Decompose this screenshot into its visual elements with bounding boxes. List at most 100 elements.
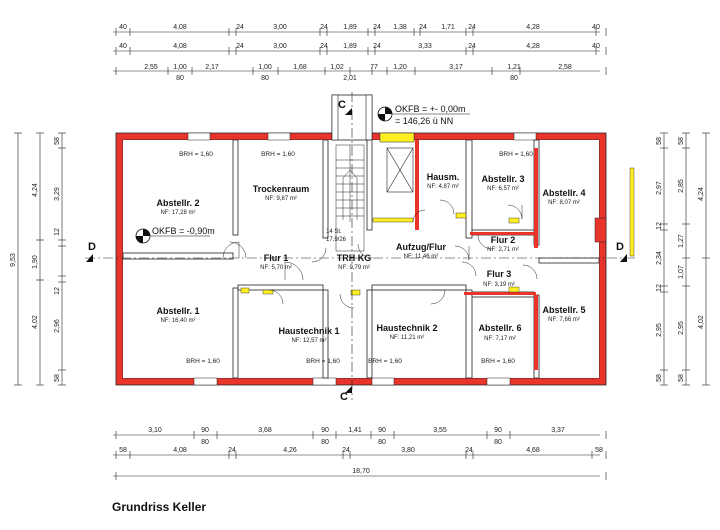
level-marker-top: OKFB = +- 0,00m = 146,26 ü NN	[377, 104, 470, 126]
room-area: NF: 2,71 m²	[487, 247, 519, 253]
stair-annotation: 14 St. 17,9/26	[326, 229, 347, 243]
dim-label: 3,00	[273, 24, 287, 31]
bottom-dimension-labels: 3,10 90 3,68 90 1,41 90 3,55 90 3,37 80 …	[119, 427, 603, 475]
dim-label: 4,02	[32, 315, 39, 329]
dim-label: 24	[236, 43, 244, 50]
dim-label: 90	[494, 427, 502, 434]
room-name: Haustechnik 1	[278, 326, 339, 336]
room-area: NF: 4,87 m²	[427, 184, 459, 190]
dim-label: 40	[592, 24, 600, 31]
room-name: Flur 1	[264, 253, 289, 263]
dim-label: 80	[201, 439, 209, 446]
brh-labels: BRH = 1,60 BRH = 1,60 BRH = 1,60 BRH = 1…	[179, 151, 533, 365]
dim-label: 3,33	[418, 43, 432, 50]
drawing-title: Grundriss Keller	[112, 500, 206, 514]
room-name: Abstellr. 1	[156, 306, 199, 316]
dim-label: 4,28	[526, 24, 540, 31]
dim-label: 4,68	[526, 447, 540, 454]
room-area: NF: 7,17 m²	[484, 336, 516, 342]
room-area: NF: 8,07 m²	[548, 200, 580, 206]
dim-label: 58	[54, 137, 61, 145]
dim-label: 3,37	[551, 427, 565, 434]
dim-label: 24	[419, 24, 427, 31]
section-arrow-icon	[620, 254, 627, 262]
dim-label: 58	[656, 374, 663, 382]
room-name: Abstellr. 4	[542, 188, 585, 198]
staircase	[335, 144, 365, 252]
room-area: NF: 6,57 m²	[487, 186, 519, 192]
section-lines	[85, 92, 636, 400]
dim-label: 90	[201, 427, 209, 434]
dim-label: 18,70	[352, 468, 370, 475]
level-text: OKFB = +- 0,00m	[395, 104, 466, 114]
dim-label: 80	[510, 75, 518, 82]
dim-label: 24	[465, 447, 473, 454]
dim-label: 40	[592, 43, 600, 50]
brh-label: BRH = 1,60	[499, 151, 533, 158]
top-dimensions	[113, 28, 607, 75]
room-name: Abstellr. 3	[481, 174, 524, 184]
dim-label: 58	[678, 374, 685, 382]
dim-label: 9,53	[10, 253, 17, 267]
dim-label: 1,00	[258, 64, 272, 71]
room-name: TRH KG	[337, 253, 372, 263]
dim-label: 2,01	[343, 75, 357, 82]
dim-label: 4,02	[698, 315, 705, 329]
dim-label: 1,20	[393, 64, 407, 71]
dim-label: 1,89	[343, 43, 357, 50]
brh-label: BRH = 1,60	[179, 151, 213, 158]
room-area: NF: 7,66 m²	[548, 317, 580, 323]
left-dimensions	[14, 132, 66, 386]
dim-label: 80	[494, 439, 502, 446]
dim-label: 58	[54, 374, 61, 382]
dim-label: 40	[119, 24, 127, 31]
dim-label: 1,07	[678, 265, 685, 279]
level-text: = 146,26 ü NN	[395, 116, 453, 126]
section-arrow-icon	[86, 254, 93, 262]
dim-label: 80	[176, 75, 184, 82]
dim-label: 2,55	[144, 64, 158, 71]
dim-label: 40	[119, 43, 127, 50]
dim-label: 4,24	[32, 183, 39, 197]
dim-label: 2,34	[656, 251, 663, 265]
dim-label: 1,38	[393, 24, 407, 31]
dim-label: 90	[378, 427, 386, 434]
dim-label: 2,95	[678, 321, 685, 335]
dim-label: 1,68	[293, 64, 307, 71]
room-name: Abstellr. 6	[478, 323, 521, 333]
red-partitions	[415, 140, 538, 370]
section-arrow-icon	[345, 386, 352, 393]
section-label-d: D	[88, 241, 96, 253]
dim-label: 4,28	[526, 43, 540, 50]
dim-label: 77	[370, 64, 378, 71]
stair-ratio: 17,9/26	[326, 237, 347, 243]
dim-label: 12	[54, 287, 61, 295]
dim-label: 2,97	[656, 181, 663, 195]
room-area: NF: 16,40 m²	[160, 318, 195, 324]
room-labels: Abstellr. 2 NF: 17,28 m² Trockenraum NF:…	[156, 172, 585, 344]
door-swings	[222, 199, 538, 309]
section-label-c: C	[340, 391, 348, 403]
dim-label: 2,17	[205, 64, 219, 71]
dim-label: 58	[595, 447, 603, 454]
room-name: Flur 2	[491, 235, 516, 245]
dim-label: 4,08	[173, 447, 187, 454]
level-marker-left: OKFB = -0,90m	[135, 226, 215, 244]
room-name: Trockenraum	[253, 184, 310, 194]
dim-label: 24	[468, 43, 476, 50]
brh-label: BRH = 1,60	[186, 358, 220, 365]
dim-label: 80	[378, 439, 386, 446]
room-area: NF: 9,79 m²	[338, 265, 370, 271]
dim-label: 4,08	[173, 43, 187, 50]
dim-label: 24	[236, 24, 244, 31]
dim-label: 90	[321, 427, 329, 434]
section-label-c: C	[338, 99, 346, 111]
dim-label: 24	[320, 43, 328, 50]
room-name: Abstellr. 2	[156, 198, 199, 208]
section-label-d: D	[616, 241, 624, 253]
dim-label: 1,21	[507, 64, 521, 71]
dim-label: 2,58	[558, 64, 572, 71]
dim-label: 1,90	[32, 255, 39, 269]
dim-label: 1,41	[348, 427, 362, 434]
